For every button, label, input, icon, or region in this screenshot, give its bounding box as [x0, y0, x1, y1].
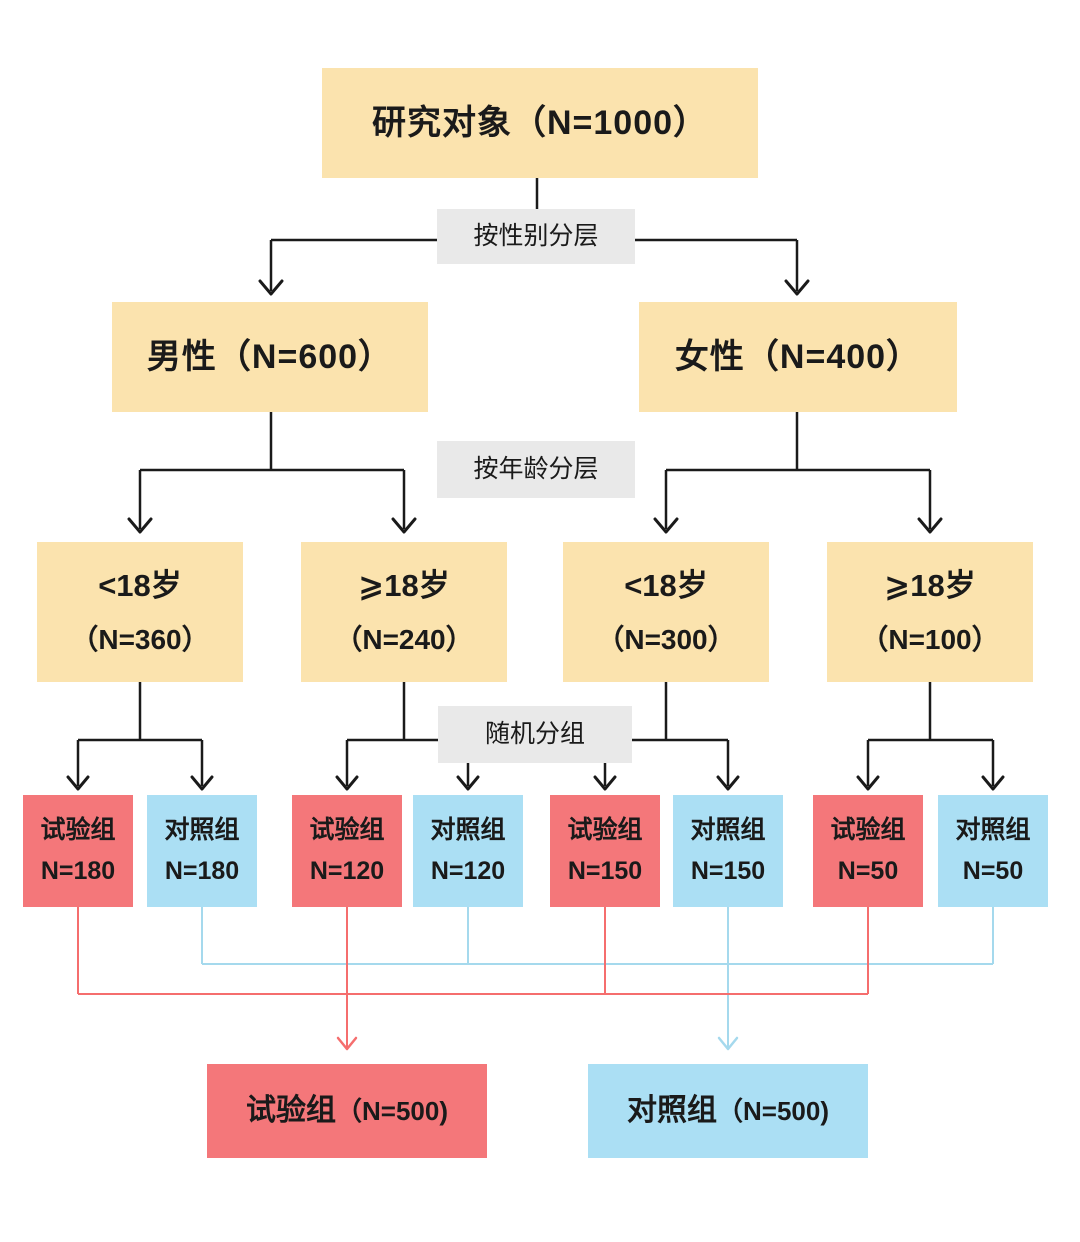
node-female: 女性（N=400） [639, 302, 957, 412]
node-age-male-under18: <18岁 （N=360） [37, 542, 243, 682]
connector-male-to-age [127, 412, 417, 534]
node-summary-experiment: 试验组（N=500) [207, 1064, 487, 1158]
connector-experiments-to-summary [77, 907, 869, 1051]
connector-age4-to-groups [856, 682, 1005, 791]
node-group-3-control: 对照组 N=150 [673, 795, 783, 907]
stage-label-gender: 按性别分层 [437, 209, 635, 264]
node-root: 研究对象（N=1000） [322, 68, 758, 178]
connector-controls-to-summary [201, 907, 994, 1051]
node-group-3-experiment: 试验组 N=150 [550, 795, 660, 907]
node-age-female-under18: <18岁 （N=300） [563, 542, 769, 682]
node-group-2-control: 对照组 N=120 [413, 795, 523, 907]
node-group-4-experiment: 试验组 N=50 [813, 795, 923, 907]
connector-female-to-age [653, 412, 943, 534]
stage-label-age: 按年龄分层 [437, 441, 635, 498]
connector-age1-to-groups [66, 682, 214, 791]
node-group-1-control: 对照组 N=180 [147, 795, 257, 907]
node-male: 男性（N=600） [112, 302, 428, 412]
node-group-1-experiment: 试验组 N=180 [23, 795, 133, 907]
stage-label-random: 随机分组 [438, 706, 632, 763]
node-group-2-experiment: 试验组 N=120 [292, 795, 402, 907]
node-age-male-over18: ⩾18岁 （N=240） [301, 542, 507, 682]
node-summary-control: 对照组（N=500) [588, 1064, 868, 1158]
node-root-label: 研究对象（N=1000） [371, 103, 709, 142]
node-age-female-over18: ⩾18岁 （N=100） [827, 542, 1033, 682]
node-group-4-control: 对照组 N=50 [938, 795, 1048, 907]
